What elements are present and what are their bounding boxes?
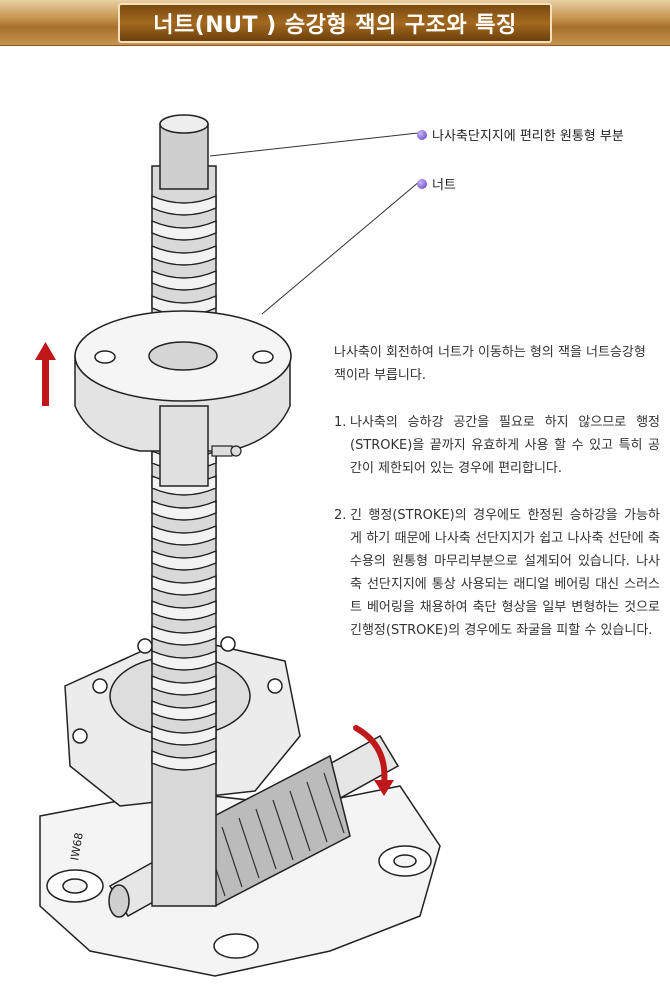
list-text: 긴 행정(STROKE)의 경우에도 한정된 승하강을 가능하게 하기 때문에 … bbox=[350, 508, 660, 638]
flange-hole bbox=[252, 350, 274, 364]
callout-nut: 너트 bbox=[417, 174, 456, 193]
intro-paragraph: 나사축이 회전하여 너트가 이동하는 형의 잭을 너트승강형 잭이라 부릅니다. bbox=[334, 345, 646, 383]
rotation-arrow bbox=[353, 725, 388, 787]
callout-shaft-end-label: 나사축단지지에 편리한 원통형 부분 bbox=[432, 129, 624, 144]
list-text: 나사축의 승하강 공간을 필요로 하지 않으므로 행정(STROKE)을 끝까지… bbox=[350, 415, 660, 476]
leader-line-shaft bbox=[209, 132, 419, 157]
nut-flange bbox=[74, 310, 292, 487]
housing-bolt bbox=[72, 728, 88, 744]
callout-shaft-end: 나사축단지지에 편리한 원통형 부분 bbox=[417, 125, 624, 144]
callout-nut-label: 너트 bbox=[432, 178, 456, 193]
housing-bolt bbox=[267, 678, 283, 694]
housing-bolt bbox=[137, 638, 153, 654]
leader-line-nut bbox=[261, 180, 421, 315]
list-number: 1. bbox=[334, 415, 347, 430]
cylindrical-shaft-end bbox=[159, 114, 209, 190]
housing-mark: IW68 bbox=[68, 832, 86, 862]
bullet-icon bbox=[417, 129, 427, 140]
housing-bolt bbox=[92, 678, 108, 694]
title-bar: 너트(NUT ) 승강형 잭의 구조와 특징 bbox=[0, 0, 670, 46]
bullet-icon bbox=[417, 178, 427, 189]
housing-bolt bbox=[220, 636, 236, 652]
screw-thread bbox=[151, 194, 217, 771]
title-box: 너트(NUT ) 승강형 잭의 구조와 특징 bbox=[118, 3, 552, 43]
page-title: 너트(NUT ) 승강형 잭의 구조와 특징 bbox=[153, 13, 517, 38]
jack-illustration: IW68 bbox=[35, 114, 441, 977]
list-item: 1. 나사축의 승하강 공간을 필요로 하지 않으므로 행정(STROKE)을 … bbox=[334, 411, 660, 480]
rotation-arrowhead bbox=[374, 780, 394, 796]
flange-hole bbox=[94, 350, 116, 364]
list-item: 2. 긴 행정(STROKE)의 경우에도 한정된 승하강을 가능하게 하기 때… bbox=[334, 504, 660, 642]
grease-nipple bbox=[211, 445, 242, 457]
list-number: 2. bbox=[334, 508, 347, 523]
nut-travel-arrow bbox=[35, 342, 56, 406]
